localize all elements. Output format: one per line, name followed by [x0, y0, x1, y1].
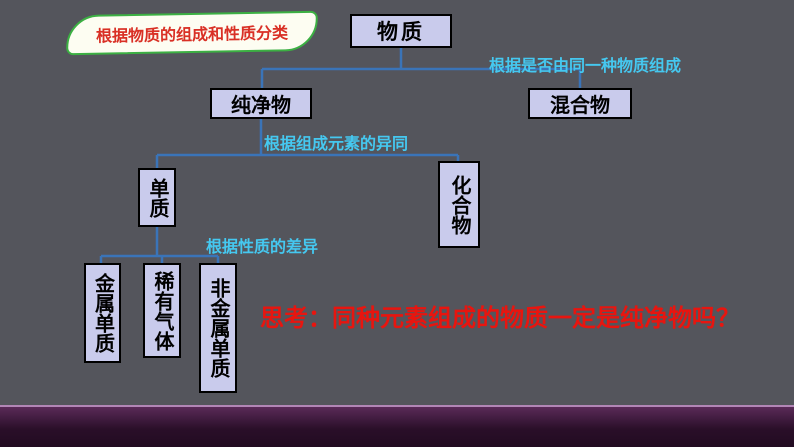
node-compound-label: 化合物 — [448, 174, 470, 235]
edge-label-property-difference: 根据性质的差异 — [206, 239, 319, 256]
edge-label-element-composition: 根据组成元素的异同 — [264, 136, 409, 153]
node-metal-element: 金属单质 — [84, 263, 121, 363]
node-nonmetal-element: 非金属单质 — [199, 263, 237, 393]
bottom-bar — [0, 405, 794, 447]
node-matter-label: 物质 — [377, 21, 425, 44]
node-nonmetal-element-label: 非金属单质 — [207, 278, 229, 378]
node-element: 单质 — [138, 168, 176, 227]
node-noble-gas-label: 稀有气体 — [151, 270, 173, 351]
question-text: 思考：同种元素组成的物质一定是纯净物吗？ — [260, 305, 740, 332]
node-matter: 物质 — [350, 14, 452, 48]
node-mixture: 混合物 — [528, 88, 632, 119]
node-pure-substance: 纯净物 — [210, 88, 312, 119]
title-banner-label: 根据物质的组成和性质分类 — [95, 25, 289, 46]
node-element-label: 单质 — [146, 177, 168, 218]
node-noble-gas: 稀有气体 — [143, 263, 181, 358]
node-pure-substance-label: 纯净物 — [231, 95, 291, 117]
node-mixture-label: 混合物 — [550, 95, 610, 117]
node-metal-element-label: 金属单质 — [91, 273, 114, 353]
edge-label-same-substance: 根据是否由同一种物质组成 — [489, 58, 682, 75]
node-compound: 化合物 — [438, 161, 480, 248]
title-banner: 根据物质的组成和性质分类 — [65, 10, 319, 56]
